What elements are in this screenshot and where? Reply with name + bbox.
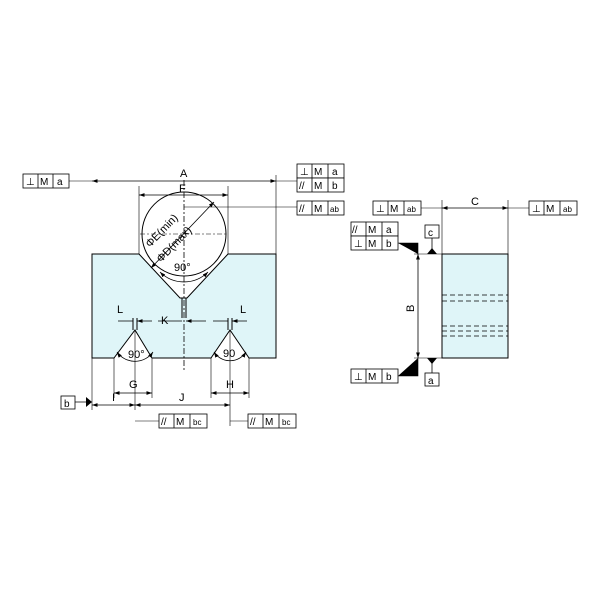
dim-label-g: G	[129, 379, 138, 391]
svg-text:M: M	[314, 204, 322, 215]
tolerance-frame-top-right-2: // M b	[276, 177, 345, 193]
tolerance-frame-side-left-1: // M a	[350, 221, 399, 237]
dim-label-c: C	[471, 196, 479, 208]
tolerance-frame-top-right-3: // M ab	[184, 200, 345, 216]
dim-label-l-left: L	[117, 304, 123, 316]
svg-text:b: b	[386, 372, 392, 383]
datum-c-triangle	[427, 248, 437, 254]
svg-text:⊥: ⊥	[354, 239, 363, 250]
main-angle-arc	[159, 271, 209, 283]
datum-b-label: b	[64, 399, 70, 410]
side-hidden-lines	[442, 294, 508, 337]
dim-label-l-right: L	[240, 304, 246, 316]
svg-text:M: M	[265, 417, 273, 428]
svg-text:⊥: ⊥	[300, 167, 309, 178]
svg-text:ab: ab	[330, 205, 339, 214]
dim-label-b: B	[405, 305, 417, 312]
svg-text:M: M	[40, 177, 48, 188]
right-angle-arc	[213, 351, 247, 362]
tolerance-frame-side-top-left: ⊥ M ab	[372, 200, 442, 216]
datum-b-box	[60, 395, 76, 410]
svg-text:M: M	[176, 417, 184, 428]
left-angle-arc	[116, 351, 154, 362]
svg-text:a: a	[332, 167, 338, 178]
datum-a-label: a	[428, 376, 434, 387]
diameter-line	[150, 201, 215, 269]
svg-text://: //	[250, 417, 256, 428]
svg-text:⊥: ⊥	[376, 204, 385, 215]
svg-text://: //	[299, 181, 305, 192]
dim-label-j: J	[179, 392, 185, 404]
svg-text:M: M	[546, 204, 554, 215]
svg-text://: //	[161, 417, 167, 428]
datum-b-triangle	[86, 397, 92, 407]
tolerance-frame-bottom-right: // M bc	[230, 413, 297, 429]
dim-label-f: F	[179, 183, 186, 195]
svg-text:bc: bc	[193, 418, 201, 427]
dim-label-a: A	[180, 168, 188, 180]
dim-label-k: K	[161, 315, 169, 327]
v-block-side-view	[441, 253, 509, 359]
svg-text:ab: ab	[563, 205, 572, 214]
dim-label-h: H	[226, 379, 234, 391]
svg-text:⊥: ⊥	[354, 372, 363, 383]
svg-text:b: b	[386, 239, 392, 250]
tolerance-frame-top-left: ⊥ M a	[22, 173, 92, 189]
datum-a-triangle	[427, 358, 437, 364]
svg-text:b: b	[332, 181, 338, 192]
extension-lines-front	[91, 175, 277, 426]
v-groove-slot	[181, 298, 187, 318]
svg-text:⊥: ⊥	[532, 204, 541, 215]
svg-text://: //	[352, 225, 358, 236]
tolerance-frame-bottom-j: // M bc	[135, 413, 208, 429]
tolerance-frame-side-top-right: ⊥ M ab	[508, 200, 578, 216]
svg-text:M: M	[314, 181, 322, 192]
svg-text:M: M	[368, 225, 376, 236]
svg-text:a: a	[57, 177, 63, 188]
tolerance-frame-side-left-2: ⊥ M b	[350, 235, 419, 254]
dim-label-i: I	[112, 392, 115, 404]
datum-c-label: c	[428, 228, 433, 239]
svg-text:M: M	[390, 204, 398, 215]
right-angle-label: 90	[223, 348, 235, 360]
svg-text://: //	[299, 204, 305, 215]
svg-text:ab: ab	[407, 205, 416, 214]
tolerance-frame-side-bottom: ⊥ M b	[350, 358, 419, 384]
svg-text:M: M	[314, 167, 322, 178]
svg-text:a: a	[386, 225, 392, 236]
tolerance-frame-top-right-1: ⊥ M a	[296, 163, 345, 179]
svg-text:M: M	[368, 372, 376, 383]
svg-text:bc: bc	[282, 418, 290, 427]
svg-text:⊥: ⊥	[26, 177, 35, 188]
left-angle-label: 90°	[128, 349, 145, 361]
main-angle-label: 90°	[174, 262, 191, 274]
extension-lines-side	[414, 200, 509, 359]
svg-text:M: M	[368, 239, 376, 250]
